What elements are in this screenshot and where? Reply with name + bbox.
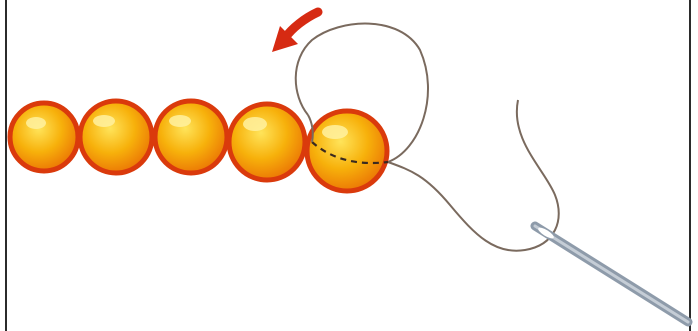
needle-icon	[535, 226, 688, 322]
bead-3	[155, 101, 227, 173]
bead-1	[10, 103, 78, 171]
bead-5	[307, 111, 387, 191]
direction-arrow-icon	[272, 12, 318, 52]
bead-4	[229, 104, 305, 180]
bead-2	[80, 101, 152, 173]
bead-strand	[10, 101, 387, 191]
